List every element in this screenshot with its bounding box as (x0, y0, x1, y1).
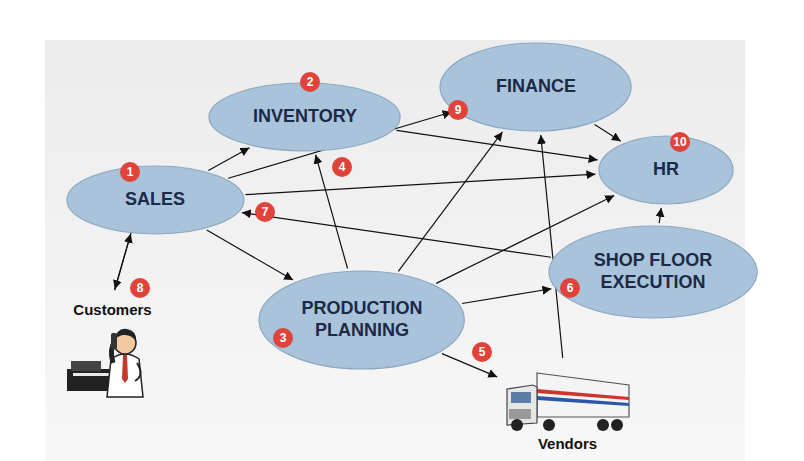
trailer (537, 373, 629, 417)
tie (122, 355, 128, 383)
module-ellipse: SALES (66, 165, 245, 235)
module-name: FINANCE (476, 76, 596, 98)
callout-number: 7 (255, 202, 275, 222)
callout-number: 2 (300, 72, 320, 92)
windshield (511, 392, 531, 403)
module-name: SALES (100, 189, 210, 211)
stripe (537, 396, 629, 406)
callout-number: 4 (332, 157, 352, 177)
flow-arrow (242, 213, 551, 258)
flow-arrow (595, 124, 621, 141)
module-ellipse: SHOP FLOOR EXECUTION (548, 225, 758, 319)
flow-arrow (115, 234, 131, 290)
callout-number: 6 (560, 278, 580, 298)
flow-arrow (398, 132, 502, 271)
handset (111, 333, 117, 349)
desk (67, 369, 113, 391)
callout-number: 3 (273, 328, 293, 348)
callout-number: 8 (130, 278, 150, 298)
flow-arrow (659, 208, 661, 223)
flow-arrow (208, 148, 249, 171)
flow-arrow (115, 233, 131, 289)
flow-arrow (396, 130, 597, 160)
callout-number: 5 (472, 342, 492, 362)
panel (45, 40, 745, 461)
module-ellipse: HR (598, 135, 734, 205)
callout-number: 10 (670, 132, 690, 152)
callout-number: 9 (448, 100, 468, 120)
module-name: SHOP FLOOR EXECUTION (587, 250, 719, 293)
party-name: Customers (73, 301, 151, 319)
truck-icon (503, 365, 633, 435)
hair (114, 329, 136, 341)
module-ellipse: PRODUCTION PLANNING (258, 270, 465, 370)
module-name: INVENTORY (245, 106, 365, 128)
flow-arrow (207, 230, 293, 280)
customer-figure: Customers (55, 296, 170, 401)
customer-icon (65, 319, 160, 401)
cab (507, 385, 537, 425)
module-ellipse: INVENTORY (208, 82, 401, 152)
callout-number: 1 (120, 162, 140, 182)
flow-arrow (245, 174, 595, 195)
wheel (597, 419, 609, 431)
phone (71, 361, 101, 371)
wheel (511, 419, 523, 431)
module-ellipse: FINANCE (439, 42, 632, 132)
wheel (543, 419, 555, 431)
party-name: Vendors (538, 435, 597, 453)
flow-arrow (462, 289, 551, 304)
arm (135, 363, 141, 381)
flow-arrow (541, 135, 563, 358)
module-name: PRODUCTION PLANNING (297, 298, 427, 341)
wheel (611, 419, 623, 431)
desk-edge (73, 373, 109, 376)
module-name: HR (636, 159, 696, 181)
vendor-truck: Vendors (500, 360, 635, 453)
grille (509, 409, 531, 419)
